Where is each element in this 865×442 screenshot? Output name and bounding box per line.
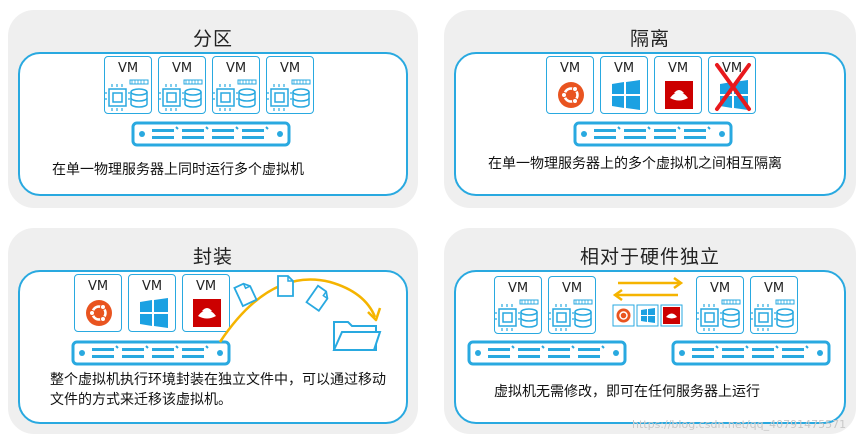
chip-disk-icon <box>267 79 311 112</box>
vm-label: VM <box>613 61 635 76</box>
vm-box: VM <box>158 56 206 114</box>
server-icon <box>573 121 733 147</box>
vm-label: VM <box>721 61 743 76</box>
panel-title: 相对于硬件独立 <box>579 246 720 268</box>
server-icon <box>131 121 291 147</box>
folder-icon <box>332 321 382 351</box>
vm-label: VM <box>87 279 109 294</box>
vm-box: VM <box>696 276 744 334</box>
vm-box: VM <box>74 274 122 332</box>
vm-label: VM <box>195 279 217 294</box>
windows-icon <box>140 298 168 328</box>
chip-disk-icon <box>495 299 539 332</box>
panel-title: 封装 <box>192 246 233 268</box>
vm-box: VM <box>600 56 648 114</box>
redhat-icon <box>665 81 693 109</box>
vm-box: VM <box>708 56 756 114</box>
chip-disk-icon <box>549 299 593 332</box>
vm-box: VM <box>266 56 314 114</box>
panel-description: 在单一物理服务器上同时运行多个虚拟机 <box>52 162 304 178</box>
panel-description: 在单一物理服务器上的多个虚拟机之间相互隔离 <box>488 156 782 172</box>
migration-arrow-icon <box>218 278 382 343</box>
vm-label: VM <box>507 281 529 296</box>
panel-title: 分区 <box>192 28 233 50</box>
vm-box: VM <box>104 56 152 114</box>
vm-box: VM <box>128 274 176 332</box>
vm-box: VM <box>654 56 702 114</box>
vm-label: VM <box>225 61 247 76</box>
panel-description: 整个虚拟机执行环境封装在独立文件中，可以通过移动文件的方式来迁移该虚拟机。 <box>50 372 386 408</box>
arrows-icon <box>612 276 684 302</box>
os-icons <box>612 304 683 327</box>
ubuntu-icon <box>556 80 586 110</box>
vm-label: VM <box>561 281 583 296</box>
server-icon <box>671 340 831 366</box>
file-icon <box>305 284 329 312</box>
vm-label: VM <box>559 61 581 76</box>
vm-label: VM <box>763 281 785 296</box>
windows-icon <box>612 80 640 110</box>
panel-inner <box>454 52 846 196</box>
vm-box: VM <box>546 56 594 114</box>
vm-box: VM <box>494 276 542 334</box>
vm-label: VM <box>279 61 301 76</box>
vm-box: VM <box>212 56 260 114</box>
vm-label: VM <box>709 281 731 296</box>
chip-disk-icon <box>105 79 149 112</box>
vm-label: VM <box>117 61 139 76</box>
chip-disk-icon <box>751 299 795 332</box>
vm-label: VM <box>141 279 163 294</box>
vm-label: VM <box>667 61 689 76</box>
vm-box: VM <box>548 276 596 334</box>
vm-box: VM <box>182 274 230 332</box>
ubuntu-icon <box>84 298 114 328</box>
watermark: https://blog.csdn.net/qq_40791475571 <box>632 418 847 431</box>
panel-description: 虚拟机无需修改，即可在任何服务器上运行 <box>494 384 760 400</box>
red-x-icon <box>715 63 751 111</box>
server-icon <box>467 340 627 366</box>
chip-disk-icon <box>697 299 741 332</box>
panel-isolation: 隔离 <box>444 10 856 208</box>
panel-title: 隔离 <box>629 28 670 50</box>
chip-disk-icon <box>213 79 257 112</box>
vm-label: VM <box>171 61 193 76</box>
file-icon <box>277 275 294 297</box>
file-icon <box>233 282 258 308</box>
chip-disk-icon <box>159 79 203 112</box>
vm-box: VM <box>750 276 798 334</box>
